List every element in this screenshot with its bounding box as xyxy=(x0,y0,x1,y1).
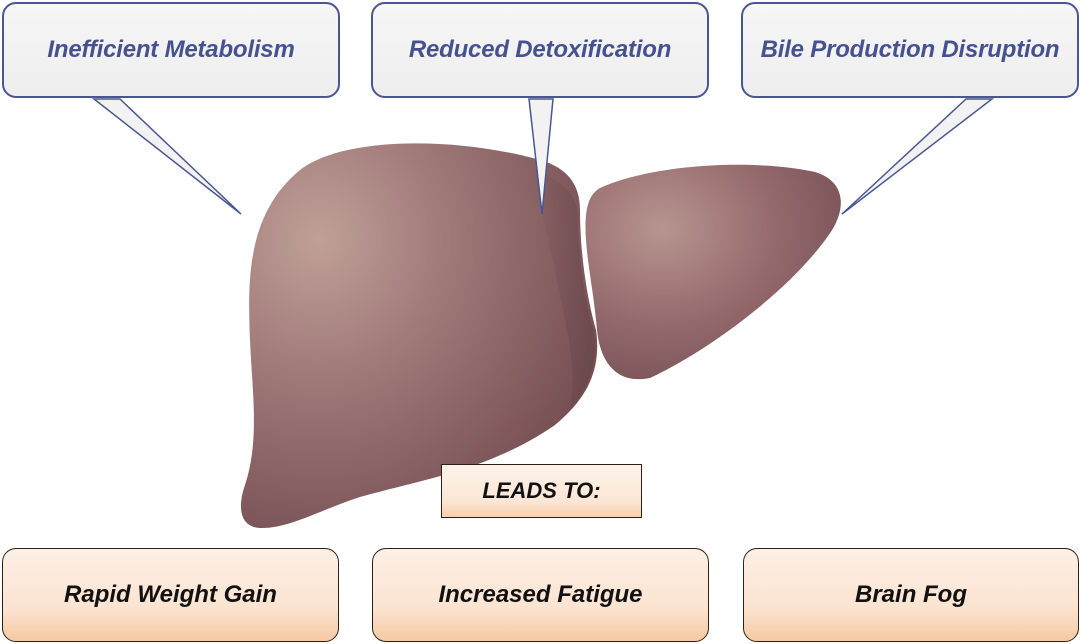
cause-label: Reduced Detoxification xyxy=(408,36,672,63)
effect-label: Increased Fatigue xyxy=(438,581,643,608)
liver-left-lobe xyxy=(240,143,598,528)
cause-bubble-inefficient-metabolism: Inefficient Metabolism xyxy=(2,2,340,98)
pointer-inefficient-metabolism xyxy=(91,98,242,215)
liver-right-lobe xyxy=(585,164,841,380)
pointer-reduced-detoxification xyxy=(528,98,554,215)
effect-box-rapid-weight-gain: Rapid Weight Gain xyxy=(2,548,339,642)
cause-bubble-bile-production-disruption: Bile Production Disruption xyxy=(741,2,1079,98)
effect-box-increased-fatigue: Increased Fatigue xyxy=(372,548,709,642)
leads-to-text: LEADS TO: xyxy=(482,478,601,503)
cause-label: Bile Production Disruption xyxy=(760,36,1060,63)
cause-bubble-reduced-detoxification: Reduced Detoxification xyxy=(371,2,709,98)
cause-label: Inefficient Metabolism xyxy=(47,36,295,63)
leads-to-label: LEADS TO: xyxy=(441,464,642,518)
effect-label: Rapid Weight Gain xyxy=(64,581,277,608)
effect-label: Brain Fog xyxy=(855,581,967,608)
pointer-bile-production xyxy=(841,98,995,215)
effect-box-brain-fog: Brain Fog xyxy=(743,548,1079,642)
liver-fissure-shadow xyxy=(530,170,595,410)
